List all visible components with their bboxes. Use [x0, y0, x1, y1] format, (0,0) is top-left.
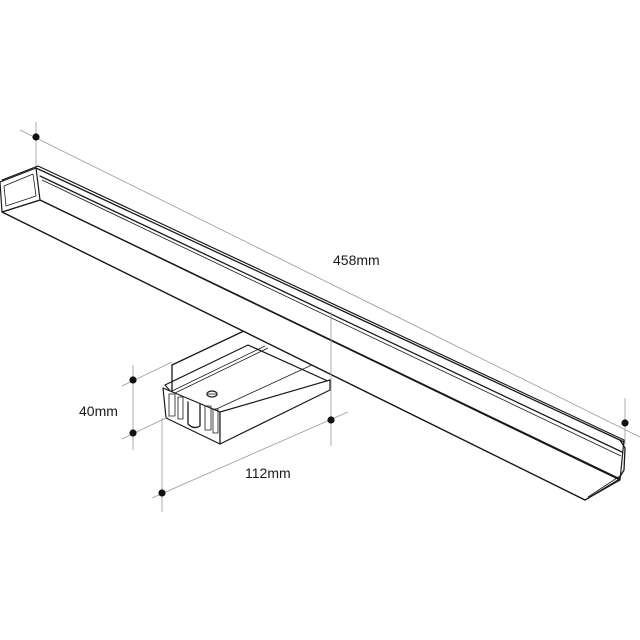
- length-label: 458mm: [333, 252, 380, 268]
- height-label: 40mm: [79, 403, 118, 419]
- height-top-marker: [129, 376, 137, 384]
- depth-start-marker: [158, 489, 166, 497]
- height-bottom-marker: [129, 429, 137, 437]
- screw-hole-icon: [206, 390, 218, 398]
- length-start-marker: [32, 133, 40, 141]
- length-dimension: [19, 122, 640, 445]
- light-bar: [0, 165, 626, 501]
- depth-dimension: [151, 312, 349, 512]
- depth-end-marker: [327, 416, 335, 424]
- bracket-clip-slots: [168, 393, 219, 434]
- depth-label: 112mm: [245, 465, 291, 481]
- length-end-marker: [621, 419, 629, 427]
